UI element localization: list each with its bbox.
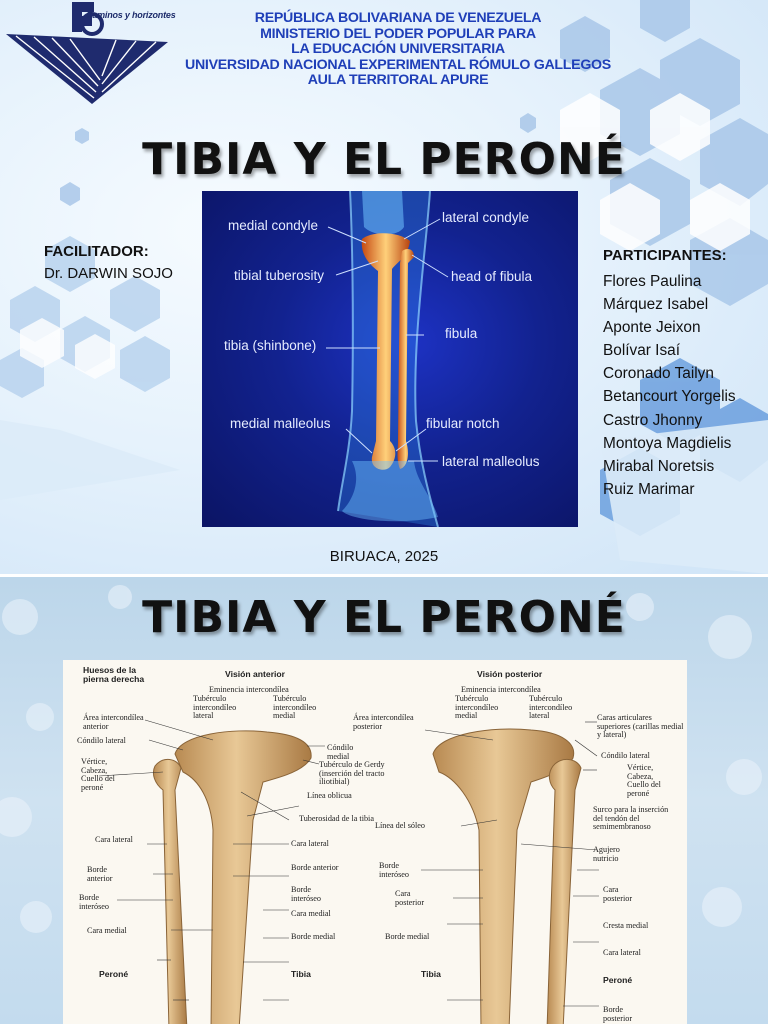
label-cara-lateral-tibia: Cara lateral (291, 839, 329, 848)
label-cara-medial-tibia: Cara medial (291, 909, 331, 918)
label-surco: Surco para la inserción del tendón del s… (593, 805, 669, 832)
label-tub-lateral: Tubérculo intercondíleo lateral (193, 694, 237, 721)
header-line: AULA TERRITORAL APURE (307, 72, 489, 89)
header-line: MINISTERIO DEL PODER POPULAR PARA (260, 25, 536, 42)
slide-title: TIBIA Y EL PERONÉ (142, 592, 626, 643)
label-fibula: fibula (445, 326, 478, 341)
place-date: BIRUACA, 2025 (329, 548, 439, 565)
label-tuberosidad: Tuberosidad de la tibia (299, 814, 374, 823)
label-perone-posterior: Peroné (603, 975, 633, 985)
participant-name: Mirabal Noretsis (603, 457, 715, 475)
label-cara-lateral-peroné: Cara lateral (95, 835, 133, 844)
label-medial-malleolus: medial malleolus (230, 416, 331, 431)
label-borde-interoseo-peroné: Borde interóseo (79, 893, 110, 911)
tibia-fibula-plate: Huesos de la pierna derecha Visión anter… (63, 660, 687, 1024)
label-cara-posterior-perone: Cara posterior (603, 885, 633, 903)
institution-header: REPÚBLICA BOLIVARIANA DE VENEZUELA MINIS… (170, 10, 626, 89)
label-borde-medial-tibia: Borde medial (291, 932, 336, 941)
university-logo (6, 2, 168, 104)
label-tibial-tuberosity: tibial tuberosity (234, 268, 325, 283)
hexagon-background (0, 0, 768, 574)
plate-caption: Huesos de la pierna derecha (83, 665, 145, 684)
label-cara-lateral-perone: Cara lateral (603, 948, 641, 957)
label-tub-medial: Tubérculo intercondíleo medial (273, 694, 317, 721)
slide-title: TIBIA Y EL PERONÉ (142, 134, 626, 185)
label-vertice: Vértice, Cabeza, Cuello del peroné (81, 757, 115, 792)
label-linea-oblicua: Línea oblicua (307, 791, 352, 800)
participant-name: Márquez Isabel (603, 296, 709, 314)
label-cara-medial-peroné: Cara medial (87, 926, 127, 935)
label-borde-medial-posterior: Borde medial (385, 932, 430, 941)
participant-name: Ruiz Marimar (603, 480, 695, 498)
label-tibia: tibia (shinbone) (224, 338, 317, 353)
label-condilo-lateral: Cóndilo lateral (77, 736, 126, 745)
label-borde-posterior: Borde posterior (603, 1005, 633, 1023)
label-tub-lateral-posterior: Tubérculo intercondíleo lateral (529, 694, 573, 721)
label-eminencia: Eminencia intercondílea (209, 685, 289, 694)
header-line: REPÚBLICA BOLIVARIANA DE VENEZUELA (254, 10, 542, 26)
participants-heading: PARTICIPANTES: (603, 247, 727, 264)
label-medial-condyle: medial condyle (228, 218, 319, 233)
bones-drawing (98, 719, 599, 1024)
participant-name: Castro Jhonny (603, 411, 703, 429)
label-condilo-medial: Cóndilo medial (327, 743, 354, 761)
facilitator-heading: FACILITADOR: (44, 243, 149, 260)
label-area-anterior: Área intercondílea anterior (83, 713, 144, 731)
label-vertice-posterior: Vértice, Cabeza, Cuello del peroné (627, 763, 661, 798)
anterior-view-heading: Visión anterior (225, 669, 286, 679)
label-lateral-malleolus: lateral malleolus (442, 454, 540, 469)
label-condilo-lateral-posterior: Cóndilo lateral (601, 751, 650, 760)
logo-text: Caminos y horizontes (86, 10, 176, 20)
header-line: UNIVERSIDAD NACIONAL EXPERIMENTAL RÓMULO… (185, 56, 611, 73)
header-line: LA EDUCACIÓN UNIVERSITARIA (291, 41, 505, 58)
label-tibia-posterior: Tibia (421, 969, 441, 979)
anatomy-slide: TIBIA Y EL PERONÉ (0, 577, 768, 1024)
participant-name: Aponte Jeixon (603, 319, 701, 337)
label-caras-articulares: Caras articulares superiores (carillas m… (597, 713, 684, 740)
label-perone-anterior: Peroné (99, 969, 129, 979)
label-gerdy: Tubérculo de Gerdy (inserción del tracto… (319, 760, 385, 787)
participant-name: Betancourt Yorgelis (603, 388, 736, 406)
label-fibular-notch: fibular notch (426, 416, 500, 431)
label-linea-soleo: Línea del sóleo (375, 821, 426, 830)
participant-name: Flores Paulina (603, 273, 702, 290)
label-borde-anterior-peroné: Borde anterior (87, 865, 113, 883)
label-tibia-anterior: Tibia (291, 969, 311, 979)
participant-name: Montoya Magdielis (603, 434, 732, 452)
participants-list: Flores Paulina Márquez Isabel Aponte Jei… (603, 270, 736, 501)
title-slide: Caminos y horizontes REPÚBLICA BOLIVARIA… (0, 0, 768, 574)
leg-bones-illustration: medial condyle lateral condyle tibial tu… (202, 191, 578, 527)
facilitator-name: Dr. DARWIN SOJO (44, 265, 173, 282)
label-area-posterior: Área intercondílea posterior (353, 713, 414, 731)
label-eminencia-posterior: Eminencia intercondílea (461, 685, 541, 694)
label-tub-medial-posterior: Tubérculo intercondíleo medial (455, 694, 499, 721)
label-cresta-medial: Cresta medial (603, 921, 649, 930)
participant-name: Bolívar Isaí (603, 342, 680, 360)
label-lateral-condyle: lateral condyle (442, 210, 530, 225)
watercolor-background (0, 585, 762, 933)
label-borde-interoseo-posterior: Borde interóseo (379, 861, 410, 879)
label-borde-interoseo-tibia: Borde interóseo (291, 885, 322, 903)
label-head-of-fibula: head of fibula (451, 269, 533, 284)
participant-name: Coronado Tailyn (603, 365, 714, 383)
label-cara-posterior-tibia: Cara posterior (395, 889, 425, 907)
label-borde-anterior-tibia: Borde anterior (291, 863, 339, 872)
label-agujero: Agujero nutricio (593, 845, 620, 863)
posterior-view-heading: Visión posterior (477, 669, 543, 679)
leg-drawing (326, 191, 449, 527)
